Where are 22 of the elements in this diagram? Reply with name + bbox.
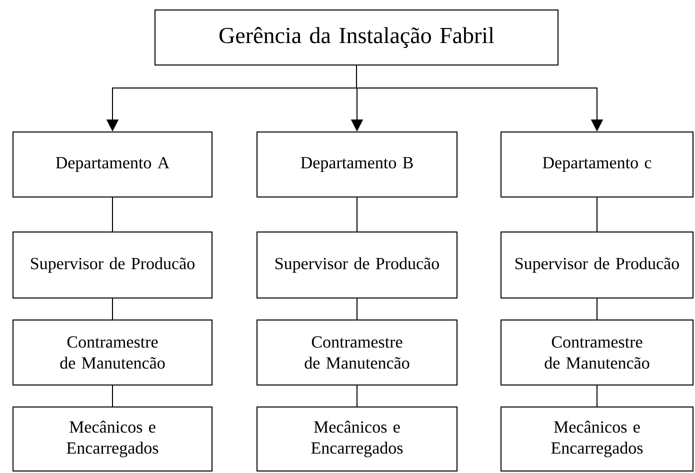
connector-line bbox=[356, 197, 358, 232]
org-box: Contramestre de Manutencão bbox=[256, 320, 458, 386]
connector-line bbox=[112, 197, 113, 232]
connector-line bbox=[112, 385, 113, 407]
connector-line bbox=[356, 298, 358, 320]
connector-line bbox=[596, 197, 598, 232]
org-box: Supervisor de Producão bbox=[12, 232, 212, 298]
org-box: Supervisor de Producão bbox=[500, 232, 694, 298]
connector-line bbox=[596, 298, 598, 320]
org-box: Supervisor de Producão bbox=[256, 232, 458, 298]
org-box: Mecânicos e Encarregados bbox=[256, 406, 458, 472]
org-box: Contramestre de Manutencão bbox=[500, 320, 694, 386]
connector-line bbox=[596, 385, 598, 407]
connector-line bbox=[112, 298, 113, 320]
org-box: Departamento A bbox=[12, 132, 212, 198]
connector-line bbox=[356, 385, 358, 407]
org-box: Departamento B bbox=[256, 132, 458, 198]
org-box: Mecânicos e Encarregados bbox=[500, 406, 694, 472]
title-box: Gerência da Instalação Fabril bbox=[154, 10, 558, 66]
org-box: Contramestre de Manutencão bbox=[12, 320, 212, 386]
org-box: Mecânicos e Encarregados bbox=[12, 406, 212, 472]
org-box: Departamento c bbox=[500, 132, 694, 198]
